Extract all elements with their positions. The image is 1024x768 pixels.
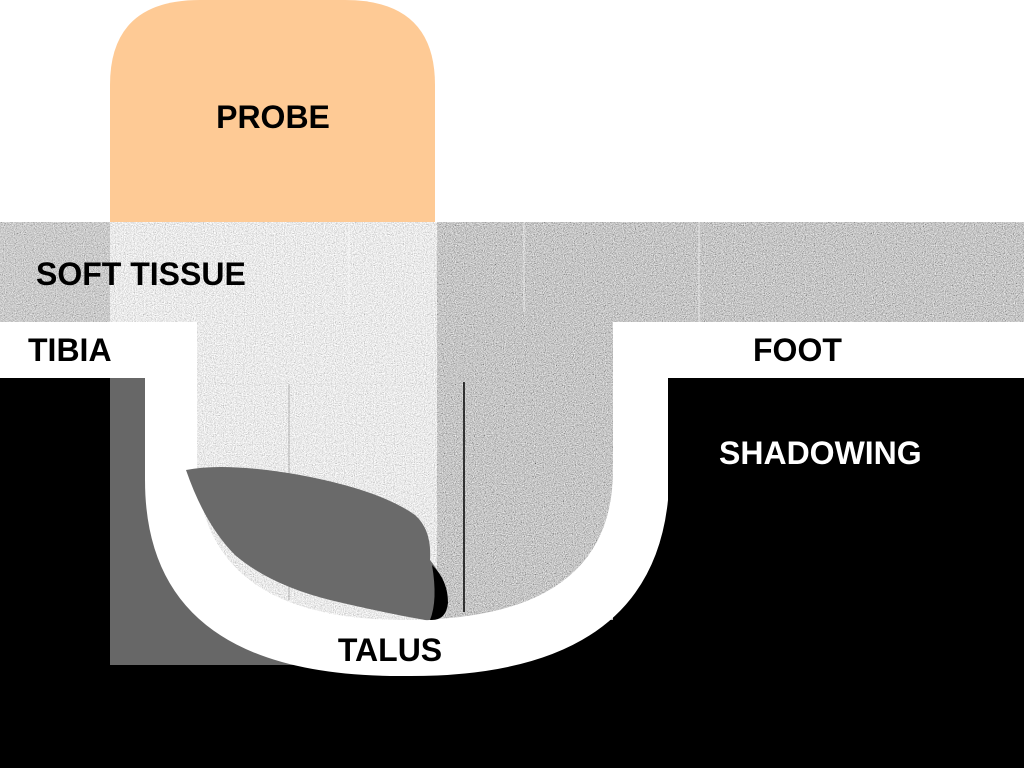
ultrasound-probe (110, 0, 435, 222)
foot-bone (613, 322, 1024, 378)
soft-tissue-layer (0, 222, 1024, 322)
acoustic-shadow (110, 378, 310, 665)
shadowing-label: SHADOWING (719, 435, 922, 471)
fluid-collection (186, 466, 447, 621)
talus-label: TALUS (338, 632, 442, 668)
probe-label: PROBE (216, 99, 330, 135)
soft-tissue-label: SOFT TISSUE (36, 256, 246, 292)
foot-label: FOOT (753, 332, 842, 368)
tibia-bone (0, 322, 197, 378)
fluid-dark-edge (430, 565, 448, 621)
talus-bone (145, 378, 668, 677)
tibia-label: TIBIA (28, 332, 112, 368)
